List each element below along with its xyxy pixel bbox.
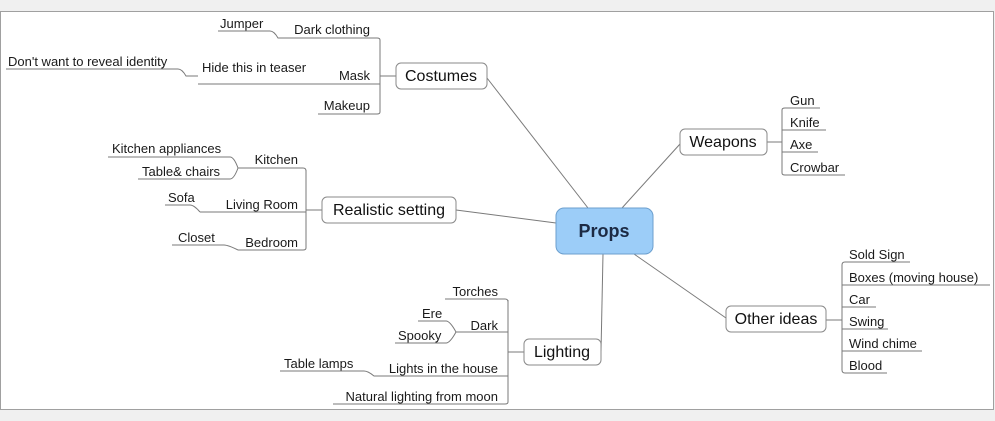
node-wind-chime[interactable]: Wind chime xyxy=(849,336,917,351)
branch-label-realistic-setting: Realistic setting xyxy=(333,202,445,219)
node-dark-clothing[interactable]: Dark clothing xyxy=(294,22,370,37)
central-label: Props xyxy=(578,221,629,241)
branch-label-weapons: Weapons xyxy=(689,134,756,151)
node-sold-sign[interactable]: Sold Sign xyxy=(849,247,905,262)
branch-node-weapons[interactable]: Weapons xyxy=(679,128,768,156)
branch-node-other-ideas[interactable]: Other ideas xyxy=(725,305,827,333)
node-knife[interactable]: Knife xyxy=(790,115,820,130)
branch-node-realistic-setting[interactable]: Realistic setting xyxy=(321,196,457,224)
node-crowbar[interactable]: Crowbar xyxy=(790,160,840,175)
branch-node-costumes[interactable]: Costumes xyxy=(395,62,488,90)
branch-node-lighting[interactable]: Lighting xyxy=(523,338,602,366)
costumes-subtree xyxy=(6,30,396,115)
node-swing[interactable]: Swing xyxy=(849,314,884,329)
node-hide-in-teaser[interactable]: Hide this in teaser xyxy=(202,60,307,75)
node-jumper[interactable]: Jumper xyxy=(220,16,264,31)
node-bedroom[interactable]: Bedroom xyxy=(245,235,298,250)
other-ideas-subtree xyxy=(826,261,990,374)
node-boxes[interactable]: Boxes (moving house) xyxy=(849,270,978,285)
weapons-subtree xyxy=(767,107,845,176)
node-car[interactable]: Car xyxy=(849,292,871,307)
node-moonlight[interactable]: Natural lighting from moon xyxy=(346,389,498,404)
branch-label-other-ideas: Other ideas xyxy=(735,311,818,328)
node-lights-in-house[interactable]: Lights in the house xyxy=(389,361,498,376)
node-table-lamps[interactable]: Table lamps xyxy=(284,356,354,371)
central-node[interactable]: Props xyxy=(555,207,654,255)
node-table-chairs[interactable]: Table& chairs xyxy=(142,164,221,179)
branch-label-costumes: Costumes xyxy=(405,68,477,85)
node-blood[interactable]: Blood xyxy=(849,358,882,373)
node-mask[interactable]: Mask xyxy=(339,68,371,83)
node-sofa[interactable]: Sofa xyxy=(168,190,196,205)
node-closet[interactable]: Closet xyxy=(178,230,215,245)
node-axe[interactable]: Axe xyxy=(790,137,812,152)
node-kitchen[interactable]: Kitchen xyxy=(255,152,298,167)
node-ere[interactable]: Ere xyxy=(422,306,442,321)
lighting-subtree xyxy=(280,298,524,405)
node-torches[interactable]: Torches xyxy=(452,284,498,299)
node-gun[interactable]: Gun xyxy=(790,93,815,108)
branch-label-lighting: Lighting xyxy=(534,344,590,361)
map-frame xyxy=(0,11,994,410)
node-kitchen-appliances[interactable]: Kitchen appliances xyxy=(112,141,222,156)
central-connectors xyxy=(455,77,727,353)
node-spooky[interactable]: Spooky xyxy=(398,328,442,343)
node-living-room[interactable]: Living Room xyxy=(226,197,298,212)
node-makeup[interactable]: Makeup xyxy=(324,98,370,113)
node-reveal-identity[interactable]: Don't want to reveal identity xyxy=(8,54,168,69)
node-dark[interactable]: Dark xyxy=(471,318,499,333)
realistic-setting-subtree xyxy=(108,156,322,251)
